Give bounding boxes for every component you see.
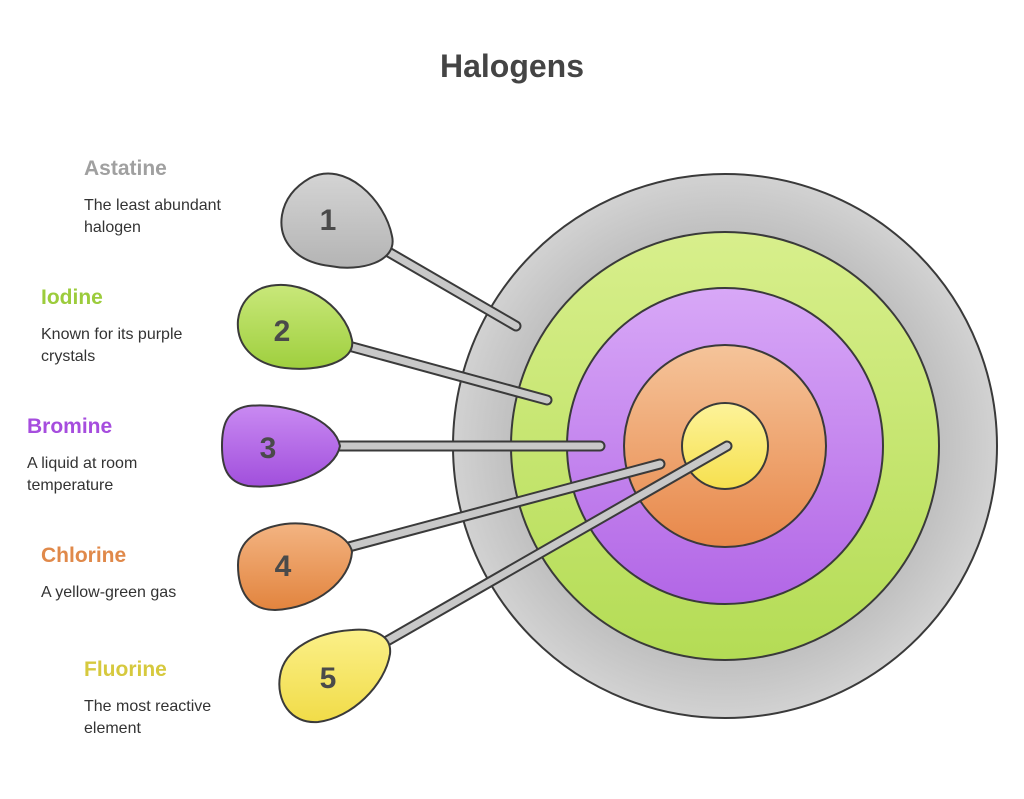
item-name-iodine: Iodine <box>41 286 103 309</box>
dart-4: 4 <box>236 458 666 612</box>
item-name-bromine: Bromine <box>27 415 113 438</box>
item-name-astatine: Astatine <box>84 157 167 180</box>
label-astatine: Astatine The least abundant halogen <box>84 157 254 239</box>
item-desc-fluorine: The most reactive element <box>84 698 212 737</box>
dart-1: 1 <box>280 172 522 332</box>
dart-head-3 <box>220 404 342 488</box>
dart-head-5 <box>278 628 392 724</box>
label-bromine: Bromine A liquid at room temperature <box>27 415 167 497</box>
item-desc-iodine: Known for its purple crystals <box>41 326 183 365</box>
dart-5: 5 <box>278 440 733 724</box>
item-desc-bromine: A liquid at room temperature <box>27 455 138 494</box>
item-name-fluorine: Fluorine <box>84 658 167 681</box>
dart-head-4 <box>236 522 354 612</box>
label-fluorine: Fluorine The most reactive element <box>84 658 244 740</box>
dart-number-1: 1 <box>320 204 337 237</box>
dart-2: 2 <box>236 283 553 406</box>
item-desc-chlorine: A yellow-green gas <box>41 584 177 601</box>
label-iodine: Iodine Known for its purple crystals <box>41 286 216 368</box>
dart-number-5: 5 <box>320 662 337 695</box>
dart-head-2 <box>236 283 354 370</box>
label-chlorine: Chlorine A yellow-green gas <box>41 544 231 604</box>
dart-number-3: 3 <box>260 432 277 465</box>
item-name-chlorine: Chlorine <box>41 544 127 567</box>
dart-number-2: 2 <box>274 315 291 348</box>
dart-head-1 <box>280 172 394 269</box>
dart-number-4: 4 <box>275 550 292 583</box>
item-desc-astatine: The least abundant halogen <box>84 197 221 236</box>
page-title: Halogens <box>439 48 585 84</box>
dart-3: 3 <box>220 404 606 488</box>
